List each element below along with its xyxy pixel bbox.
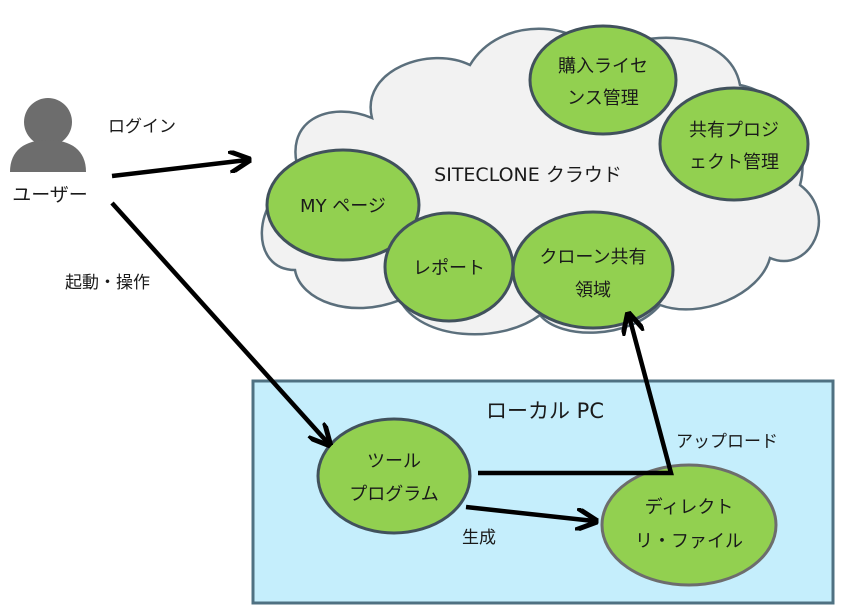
node-my-page: MY ページ (265, 148, 421, 262)
arrow-login (111, 160, 247, 179)
node-clone-shared-area: クローン共有 領域 (511, 210, 675, 330)
launch-label: 起動・操作 (65, 273, 150, 293)
node-tool-line2: プログラム (349, 484, 438, 505)
node-report-label: レポート (413, 258, 485, 279)
user-label: ユーザー (12, 184, 88, 206)
local-pc-title: ローカル PC (486, 399, 604, 423)
node-tool-program: ツール プログラム (316, 417, 472, 535)
node-license-line2: ンス管理 (567, 88, 639, 109)
cloud-title: SITECLONE クラウド (434, 164, 622, 186)
node-report: レポート (383, 211, 515, 323)
upload-label: アップロード (676, 432, 778, 452)
node-project-management: 共有プロジ ェクト管理 (658, 86, 810, 202)
node-mypage-label: MY ページ (300, 196, 386, 217)
node-project-line2: ェクト管理 (689, 152, 779, 173)
node-dir-line1: ディレクト (645, 497, 734, 518)
arrow-generate (465, 504, 594, 521)
node-license-management: 購入ライセ ンス管理 (528, 24, 678, 136)
node-tool-line1: ツール (367, 451, 421, 472)
login-label: ログイン (108, 117, 176, 137)
node-license-line1: 購入ライセ (558, 56, 648, 77)
node-project-line1: 共有プロジ (689, 120, 779, 141)
node-dir-line2: リ・ファイル (635, 531, 743, 552)
node-clone-line2: 領域 (575, 280, 611, 301)
user-icon (10, 98, 86, 172)
node-clone-line1: クローン共有 (539, 247, 646, 268)
arrow-launch (110, 201, 328, 443)
generate-label: 生成 (462, 528, 496, 548)
node-directory-file: ディレクト リ・ファイル (600, 463, 778, 587)
arrow-upload (478, 316, 674, 476)
